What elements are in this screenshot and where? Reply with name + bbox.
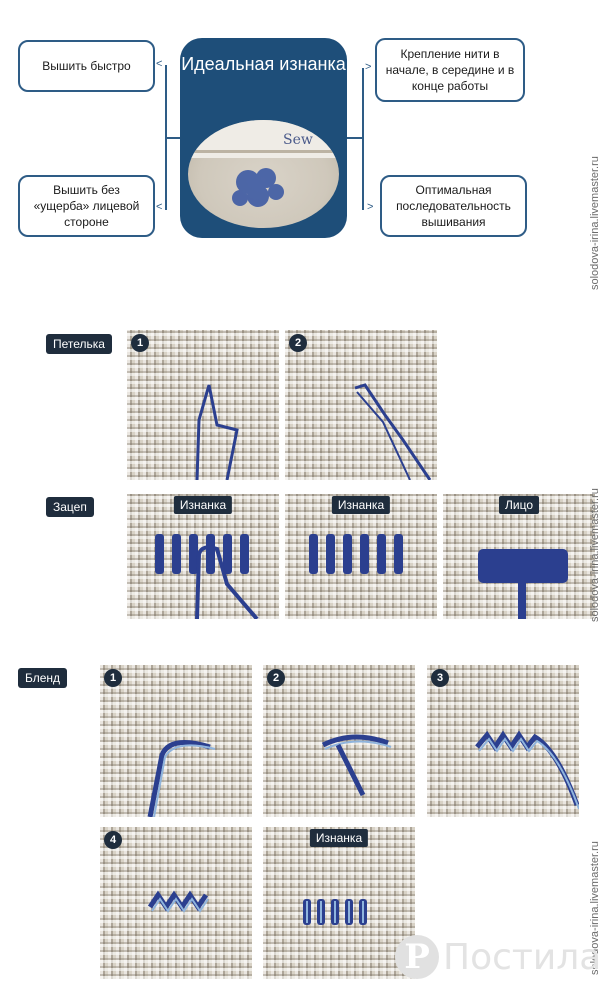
loop-photo-1: 1 <box>127 330 279 480</box>
loop-photo-2: 2 <box>285 330 437 480</box>
step-badge: 3 <box>431 669 449 687</box>
center-title: Идеальная изнанка <box>181 54 346 74</box>
node-sequence-text: Оптимальная последовательность вышивания <box>396 183 511 229</box>
postila-text: Постила <box>443 936 602 978</box>
section-loop-label: Петелька <box>46 334 112 354</box>
center-photo: Sew <box>188 120 339 228</box>
chevron-right-icon: > <box>365 61 372 73</box>
photo-caption: Лицо <box>499 496 539 514</box>
section-hook-label: Зацеп <box>46 497 94 517</box>
step-badge: 1 <box>131 334 149 352</box>
node-fixing: Крепление нити в начале, в середине и в … <box>375 38 525 102</box>
svg-text:Sew: Sew <box>283 132 313 148</box>
watermark: solodova-irina.livemaster.ru <box>589 156 601 290</box>
hook-photo-2: Изнанка <box>285 494 437 619</box>
chevron-left-icon: < <box>156 58 163 70</box>
chevron-left-icon: < <box>156 201 163 213</box>
postila-logo: P Постила <box>395 935 601 979</box>
step-badge: 2 <box>267 669 285 687</box>
photo-caption: Изнанка <box>173 496 233 514</box>
blend-photo-2: 2 <box>263 665 415 817</box>
blend-photo-3: 3 <box>427 665 579 817</box>
blend-photo-4: 4 <box>100 827 252 979</box>
blend-photo-1: 1 <box>100 665 252 817</box>
connector-right <box>362 68 364 210</box>
node-fast: Вышить быстро <box>18 40 155 92</box>
hook-photo-1: Изнанка <box>127 494 279 619</box>
section-blend-label: Бленд <box>18 668 68 688</box>
embroidery-photo: Sew <box>188 120 339 207</box>
photo-caption: Изнанка <box>309 829 369 847</box>
connector-left-mid <box>165 137 180 139</box>
node-no-damage-text: Вышить без «ущерба» лицевой стороне <box>33 183 140 229</box>
photo-caption: Изнанка <box>331 496 391 514</box>
hook-photo-3: Лицо <box>443 494 595 619</box>
step-badge: 2 <box>289 334 307 352</box>
connector-right-mid <box>347 137 362 139</box>
postila-icon: P <box>395 935 439 979</box>
node-fast-text: Вышить быстро <box>42 59 131 73</box>
node-fixing-text: Крепление нити в начале, в середине и в … <box>385 47 515 93</box>
blend-photo-5: Изнанка <box>263 827 415 979</box>
node-no-damage: Вышить без «ущерба» лицевой стороне <box>18 175 155 237</box>
chevron-right-icon: > <box>367 201 374 213</box>
watermark: solodova-irina.livemaster.ru <box>589 488 601 622</box>
step-badge: 1 <box>104 669 122 687</box>
step-badge: 4 <box>104 831 122 849</box>
node-sequence: Оптимальная последовательность вышивания <box>380 175 527 237</box>
center-block: Идеальная изнанка Sew <box>180 38 347 238</box>
